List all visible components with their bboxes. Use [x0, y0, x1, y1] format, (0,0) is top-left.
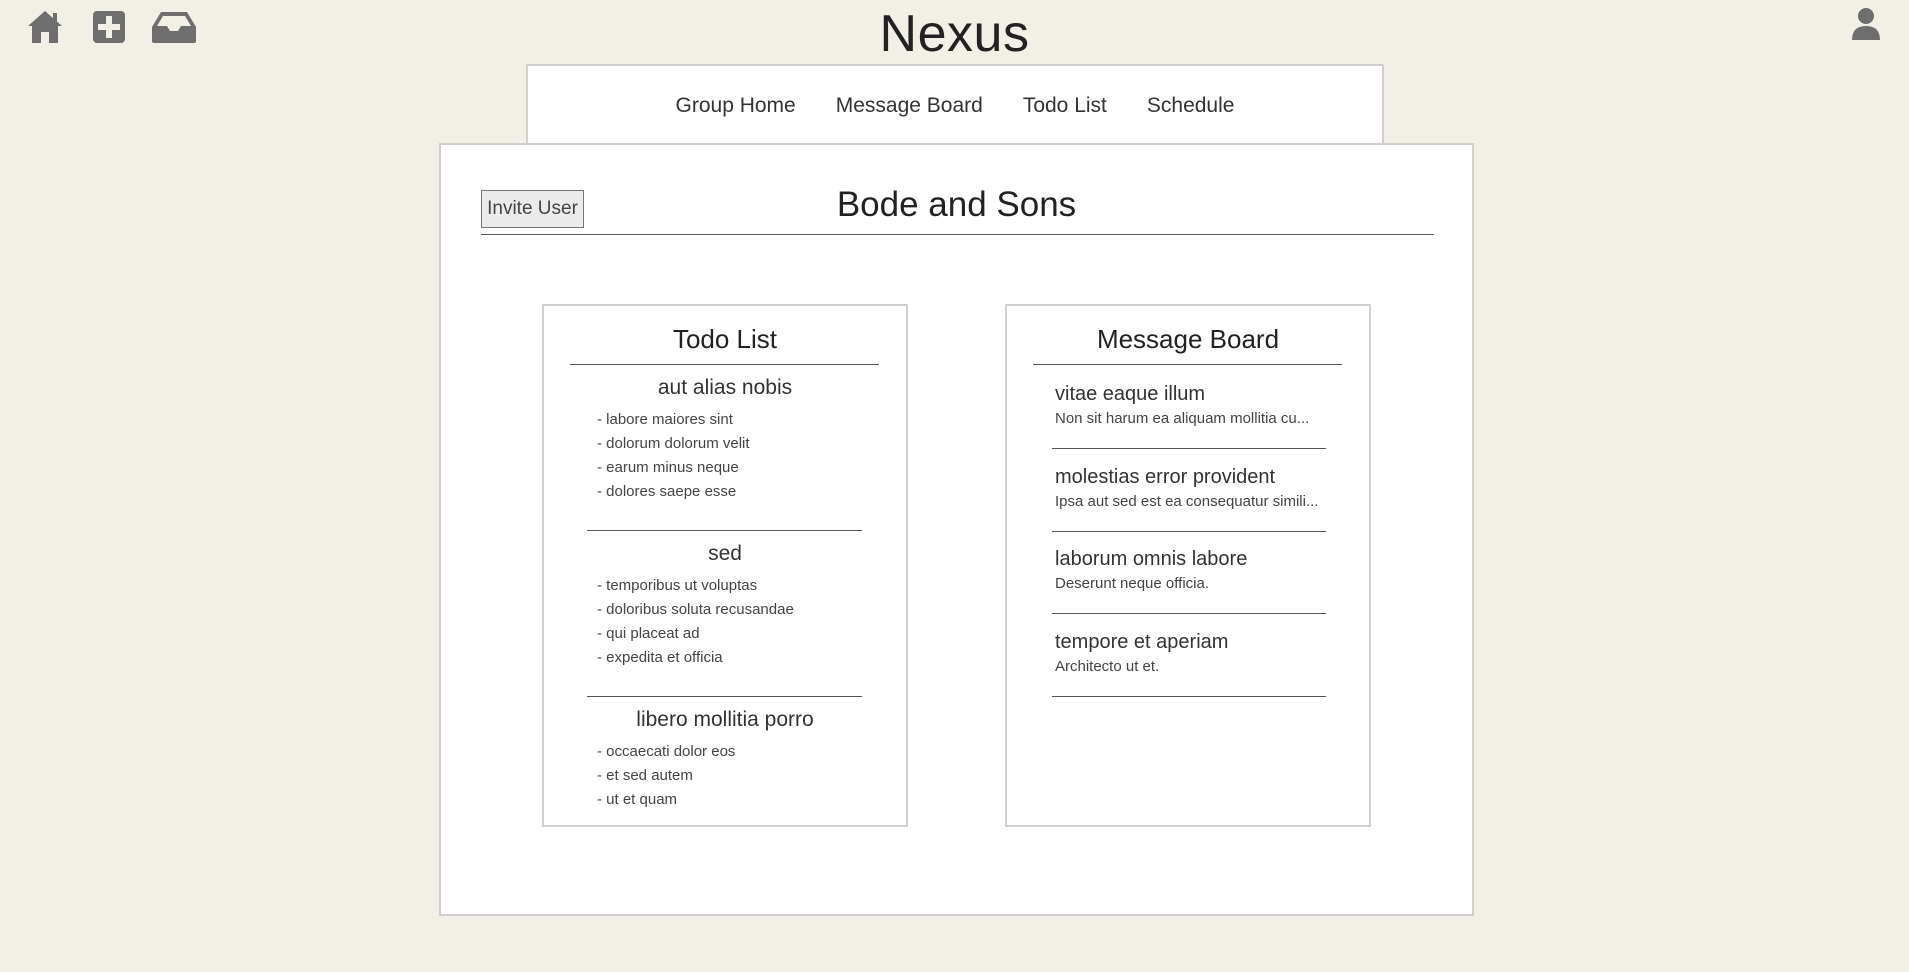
todo-group-title[interactable]: sed: [708, 542, 742, 565]
message-item[interactable]: laborum omnis labore Deserunt neque offi…: [1055, 545, 1330, 595]
message-board-card: Message Board vitae eaque illum Non sit …: [1005, 304, 1371, 827]
message-divider: [1052, 696, 1326, 697]
group-nav: Group Home Message Board Todo List Sched…: [526, 64, 1384, 144]
message-title: laborum omnis labore: [1055, 548, 1248, 570]
message-preview: Architecto ut et.: [1055, 658, 1160, 675]
message-card-title[interactable]: Message Board: [1096, 324, 1280, 354]
todo-item: - occaecati dolor eos: [597, 743, 736, 760]
message-divider: [1052, 531, 1326, 532]
message-preview: Non sit harum ea aliquam mollitia cu...: [1055, 410, 1310, 427]
todo-group: sed - temporibus ut voluptas - doloribus…: [544, 538, 906, 670]
invite-user-button[interactable]: Invite User: [481, 190, 584, 228]
message-preview: Deserunt neque officia.: [1055, 575, 1209, 592]
todo-item: - dolores saepe esse: [597, 483, 737, 500]
message-preview: Ipsa aut sed est ea consequatur simili..…: [1055, 493, 1319, 510]
todo-item: - expedita et officia: [597, 649, 723, 666]
todo-item: - et sed autem: [597, 767, 693, 784]
group-home-panel: Invite User Bode and Sons Todo List aut …: [439, 143, 1474, 916]
message-card-divider: [1033, 364, 1342, 365]
plus-square-icon[interactable]: [92, 10, 126, 44]
message-item[interactable]: tempore et aperiam Architecto ut et.: [1055, 628, 1330, 678]
todo-group: libero mollitia porro - occaecati dolor …: [544, 704, 906, 812]
user-icon[interactable]: [1851, 7, 1881, 41]
todo-item: - ut et quam: [597, 791, 678, 808]
home-icon[interactable]: [26, 9, 64, 45]
todo-list-card: Todo List aut alias nobis - labore maior…: [542, 304, 908, 827]
todo-item: - labore maiores sint: [597, 411, 733, 428]
message-item[interactable]: molestias error provident Ipsa aut sed e…: [1055, 463, 1330, 513]
title-divider: [481, 234, 1434, 235]
todo-item: - dolorum dolorum velit: [597, 435, 750, 452]
message-title: vitae eaque illum: [1055, 383, 1206, 405]
todo-group-divider: [587, 530, 862, 531]
message-title: tempore et aperiam: [1055, 631, 1229, 653]
nav-group-home[interactable]: Group Home: [675, 94, 796, 117]
todo-group-title[interactable]: libero mollitia porro: [636, 708, 814, 731]
todo-group: aut alias nobis - labore maiores sint - …: [544, 372, 906, 504]
message-divider: [1052, 613, 1326, 614]
todo-group-title[interactable]: aut alias nobis: [657, 376, 793, 399]
todo-item: - doloribus soluta recusandae: [597, 601, 794, 618]
todo-card-divider: [570, 364, 879, 365]
message-divider: [1052, 448, 1326, 449]
app-title: Nexus: [879, 5, 1030, 63]
todo-item: - earum minus neque: [597, 459, 739, 476]
nav-schedule[interactable]: Schedule: [1146, 94, 1235, 117]
nav-message-board[interactable]: Message Board: [835, 94, 983, 117]
todo-item: - qui placeat ad: [597, 625, 700, 642]
message-title: molestias error provident: [1055, 466, 1276, 488]
todo-card-title[interactable]: Todo List: [672, 324, 778, 354]
inbox-icon[interactable]: [151, 10, 197, 44]
todo-item: - temporibus ut voluptas: [597, 577, 758, 594]
nav-todo-list[interactable]: Todo List: [1022, 94, 1107, 117]
message-item[interactable]: vitae eaque illum Non sit harum ea aliqu…: [1055, 380, 1330, 430]
todo-group-divider: [587, 696, 862, 697]
group-title: Bode and Sons: [836, 185, 1077, 224]
